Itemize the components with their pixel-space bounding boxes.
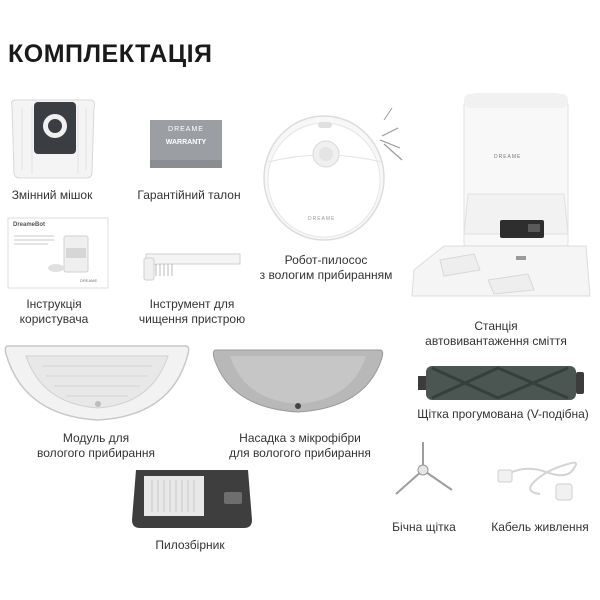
cleaning-tool-image [143, 253, 241, 281]
page-title: КОМПЛЕКТАЦІЯ [8, 40, 213, 68]
manual-footer-text: DREAME [80, 278, 98, 283]
main-brush-label: Щітка прогумована (V-подібна) [417, 407, 589, 421]
side-brush-image [395, 442, 453, 495]
manual-title-text: DreameBot [13, 222, 46, 228]
robot-brand-text: DREAME [308, 216, 336, 222]
bag-label: Змінний мішок [11, 188, 93, 202]
dustbin-label: Пилозбірник [155, 538, 225, 552]
warranty-card-word: WARRANTY [165, 139, 207, 146]
mop-module-image [4, 345, 190, 421]
warranty-card-image [150, 120, 222, 168]
replacement-bag-image [11, 99, 95, 179]
station-brand-text: DREAME [494, 154, 522, 160]
side-brush-label: Бічна щітка [392, 520, 456, 534]
power-cable-label: Кабель живлення [491, 520, 589, 534]
warranty-card-brand: DREAME [168, 126, 204, 133]
dock-station-image [411, 93, 591, 297]
warranty-label: Гарантійний талон [137, 188, 241, 202]
main-brush-image [418, 366, 584, 400]
user-manual-image [7, 217, 109, 289]
robot-vacuum-image [263, 107, 403, 241]
mop-pad-image [212, 349, 384, 413]
power-cable-image [497, 461, 577, 501]
dustbin-image [132, 470, 252, 528]
